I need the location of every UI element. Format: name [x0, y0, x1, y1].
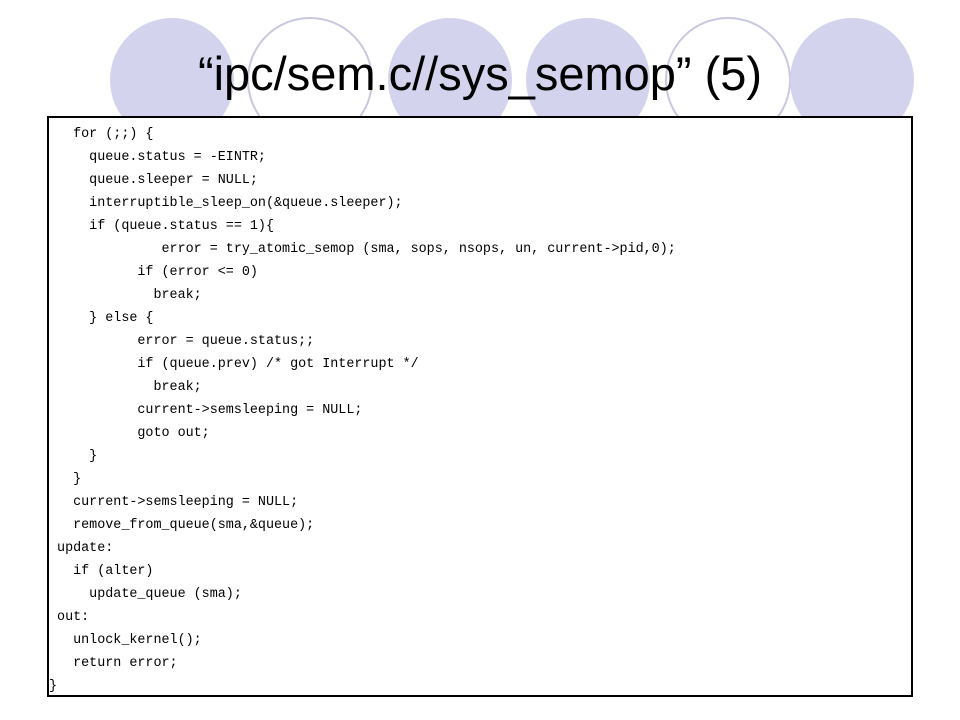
slide-title: “ipc/sem.c//sys_semop” (5) [197, 47, 763, 100]
code-line: interruptible_sleep_on(&queue.sleeper); [49, 196, 403, 211]
code-line: update: [49, 541, 114, 556]
code-line: out: [49, 610, 90, 625]
code-line: queue.sleeper = NULL; [49, 173, 258, 188]
code-block: for (;;) { queue.status = -EINTR; queue.… [47, 116, 913, 697]
code-line: update_queue (sma); [49, 587, 242, 602]
code-line: if (error <= 0) [49, 265, 258, 280]
code-line: } [49, 472, 82, 487]
code-line: remove_from_queue(sma,&queue); [49, 518, 315, 533]
code-line: return error; [49, 656, 178, 671]
code-line: goto out; [49, 426, 210, 441]
code-line: if (alter) [49, 564, 154, 579]
code-line: current->semsleeping = NULL; [49, 403, 363, 418]
code-line: if (queue.status == 1){ [49, 219, 274, 234]
code-lines: for (;;) { queue.status = -EINTR; queue.… [49, 123, 676, 695]
code-line: break; [49, 380, 202, 395]
code-line: if (queue.prev) /* got Interrupt */ [49, 357, 419, 372]
code-line: } else { [49, 311, 154, 326]
code-line: queue.status = -EINTR; [49, 150, 266, 165]
code-line: unlock_kernel(); [49, 633, 202, 648]
code-line: error = try_atomic_semop (sma, sops, nso… [49, 242, 676, 257]
code-line: } [49, 679, 58, 694]
code-line: break; [49, 288, 202, 303]
code-line: } [49, 449, 98, 464]
code-line: for (;;) { [49, 127, 154, 142]
code-line: current->semsleeping = NULL; [49, 495, 299, 510]
code-line: error = queue.status;; [49, 334, 315, 349]
